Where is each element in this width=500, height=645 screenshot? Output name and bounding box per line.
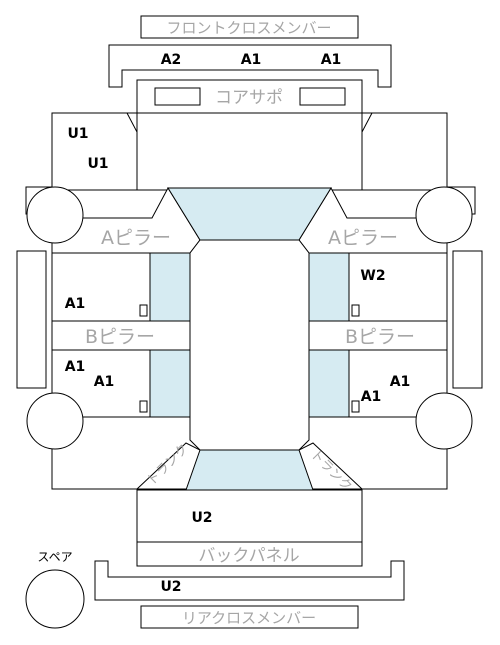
back-panel[interactable]	[136, 541, 363, 567]
right-rear-code-1: A1	[390, 374, 411, 390]
right-front-door[interactable]	[348, 252, 448, 322]
core-support-label: コアサポ	[215, 88, 283, 108]
left-a-pillar-label: Aピラー	[101, 227, 171, 249]
rear-right-wheel[interactable]	[415, 392, 473, 450]
right-front-door-code: W2	[360, 268, 385, 284]
right-front-window[interactable]	[308, 252, 350, 322]
left-front-code-2: U1	[87, 156, 108, 172]
rear-cross-member-label: リアクロスメンバー	[182, 609, 316, 627]
front-cross-code-2: A1	[241, 52, 262, 68]
left-rear-code-2: A1	[94, 374, 115, 390]
left-side-sill[interactable]	[16, 250, 47, 389]
spare-label: スペア	[37, 550, 72, 564]
left-front-code-1: U1	[67, 126, 88, 142]
right-headlight[interactable]	[299, 87, 346, 106]
left-headlight[interactable]	[154, 87, 201, 106]
rear-cross-code: U2	[160, 579, 181, 595]
hood[interactable]	[136, 112, 363, 191]
rear-window[interactable]	[185, 449, 314, 491]
right-rear-code-2: A1	[361, 389, 382, 405]
trunk-code: U2	[191, 510, 212, 526]
front-cross-code-3: A1	[321, 52, 342, 68]
right-front-fender[interactable]	[361, 112, 448, 191]
right-rear-window[interactable]	[308, 349, 350, 418]
front-cross-code-1: A2	[161, 52, 182, 68]
left-front-fender[interactable]	[51, 112, 138, 191]
spare-tire[interactable]	[25, 569, 85, 629]
left-b-pillar[interactable]	[51, 320, 191, 351]
trunk-lid[interactable]	[136, 489, 363, 543]
front-cross-member-box[interactable]	[140, 15, 359, 39]
right-front-door-handle[interactable]	[351, 304, 360, 317]
left-rear-code-1: A1	[65, 359, 86, 375]
left-b-pillar-label: Bピラー	[85, 326, 155, 348]
back-panel-label: バックパネル	[198, 546, 299, 566]
left-front-door-handle[interactable]	[139, 304, 148, 317]
left-front-window[interactable]	[149, 252, 191, 322]
rear-left-wheel[interactable]	[26, 392, 84, 450]
front-cross-member-label: フロントクロスメンバー	[166, 19, 331, 37]
rear-cross-member[interactable]	[94, 560, 405, 601]
front-right-wheel[interactable]	[415, 186, 473, 244]
right-side-sill[interactable]	[452, 250, 483, 389]
rear-cross-member-box[interactable]	[140, 605, 359, 629]
left-rear-window[interactable]	[149, 349, 191, 418]
left-front-door-code: A1	[65, 296, 86, 312]
left-rear-door-handle[interactable]	[139, 400, 148, 413]
right-a-pillar-label: Aピラー	[328, 227, 398, 249]
roof[interactable]	[189, 239, 310, 451]
front-cross-member[interactable]	[108, 44, 392, 88]
right-b-pillar-label: Bピラー	[345, 326, 415, 348]
right-rear-door-handle[interactable]	[351, 400, 360, 413]
front-left-wheel[interactable]	[26, 186, 84, 244]
